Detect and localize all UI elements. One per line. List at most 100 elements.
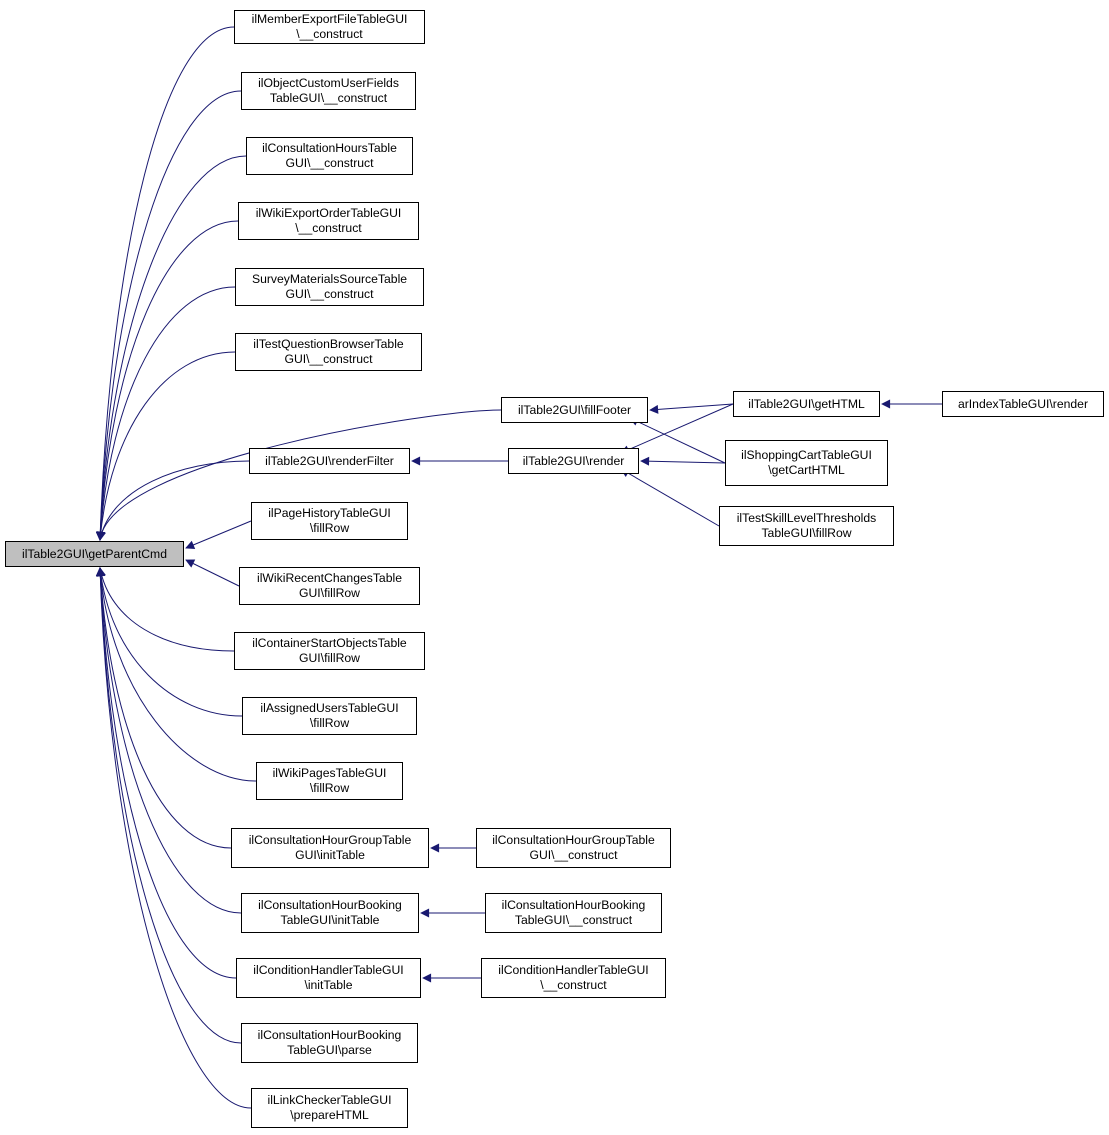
node-label-line: TableGUI\__construct (269, 91, 388, 105)
node-label-line: ilMemberExportFileTableGUI (251, 12, 408, 26)
node-label-line: ilConsultationHourGroupTable (248, 833, 412, 847)
node-label-line: \getCartHTML (768, 463, 845, 477)
graph-node[interactable]: ilShoppingCartTableGUI\getCartHTML (725, 440, 888, 486)
node-label-line: ilAssignedUsersTableGUI (260, 701, 399, 715)
node-label-line: TableGUI\fillRow (761, 526, 852, 540)
node-label-line: ilWikiExportOrderTableGUI (255, 206, 402, 220)
node-label-line: \fillRow (309, 781, 350, 795)
graph-node[interactable]: ilMemberExportFileTableGUI\__construct (234, 10, 425, 44)
call-edge (97, 567, 235, 652)
graph-node[interactable]: ilTable2GUI\renderFilter (249, 448, 410, 474)
node-label-line: ilPageHistoryTableGUI (268, 506, 391, 520)
node-label-line: ilTestSkillLevelThresholds (736, 511, 877, 525)
node-label-line: ilTable2GUI\fillFooter (517, 402, 632, 417)
node-label-line: ilContainerStartObjectsTable (252, 636, 407, 650)
call-edge (96, 409, 502, 541)
call-edge (95, 567, 237, 979)
node-label-line: GUI\__construct (285, 287, 374, 301)
node-label-line: GUI\fillRow (299, 586, 360, 600)
node-label-line: ilShoppingCartTableGUI (741, 448, 872, 462)
node-label-line: \__construct (296, 27, 363, 41)
call-edge (95, 567, 242, 1044)
graph-node[interactable]: ilTable2GUI\getHTML (733, 391, 880, 417)
graph-node[interactable]: ilLinkCheckerTableGUI\prepareHTML (251, 1088, 408, 1128)
call-edge (649, 403, 734, 414)
node-label-line: TableGUI\__construct (514, 913, 633, 927)
graph-node[interactable]: ilTable2GUI\fillFooter (501, 397, 648, 423)
call-edge (95, 90, 242, 541)
root-node[interactable]: ilTable2GUI\getParentCmd (5, 541, 184, 567)
call-edge (97, 460, 250, 541)
call-edge (185, 559, 240, 587)
node-label-line: SurveyMaterialsSourceTable (251, 272, 408, 286)
node-label-line: ilConsultationHourBooking (257, 1028, 402, 1042)
call-edge (96, 567, 257, 782)
node-label-line: ilTable2GUI\getHTML (748, 396, 865, 411)
call-edge (629, 417, 726, 464)
node-label-line: ilWikiPagesTableGUI (272, 766, 387, 780)
call-edge (185, 520, 252, 550)
node-label-line: ilLinkCheckerTableGUI (267, 1093, 392, 1107)
node-label-line: ilConditionHandlerTableGUI (253, 963, 404, 977)
node-label-line: ilConsultationHoursTable (262, 141, 397, 155)
node-label-line: arIndexTableGUI\render (957, 396, 1089, 411)
node-label-line: \__construct (295, 221, 362, 235)
graph-node[interactable]: ilWikiPagesTableGUI\fillRow (256, 762, 403, 800)
call-edge (620, 403, 734, 454)
call-edge (620, 468, 720, 527)
call-edge (95, 567, 242, 914)
graph-node[interactable]: ilTable2GUI\render (508, 448, 639, 474)
node-label-line: ilTable2GUI\render (522, 453, 625, 468)
node-label-line: GUI\initTable (295, 848, 365, 862)
node-label-line: ilTable2GUI\renderFilter (265, 453, 394, 468)
node-label-line: \prepareHTML (290, 1108, 369, 1122)
graph-node[interactable]: ilConditionHandlerTableGUI\initTable (236, 958, 421, 998)
node-label-line: TableGUI\initTable (280, 913, 380, 927)
call-edge (96, 567, 243, 717)
node-label-line: GUI\__construct (529, 848, 618, 862)
node-label-line: ilConsultationHourBooking (258, 898, 402, 912)
node-label-line: ilTestQuestionBrowserTable (253, 337, 404, 351)
call-edge (95, 567, 252, 1109)
call-edge (95, 220, 239, 541)
node-label-line: GUI\fillRow (299, 651, 360, 665)
node-label-line: ilConsultationHourBooking (501, 898, 646, 912)
node-label-line: \fillRow (309, 716, 350, 730)
node-label-line: ilObjectCustomUserFields (258, 76, 399, 90)
node-label-line: GUI\__construct (284, 352, 373, 366)
call-edge (95, 26, 235, 541)
node-label-line: ilConsultationHourGroupTable (492, 833, 655, 847)
node-label-line: \__construct (540, 978, 607, 992)
graph-node[interactable]: ilAssignedUsersTableGUI\fillRow (242, 697, 417, 735)
node-label-line: ilWikiRecentChangesTable (257, 571, 402, 585)
call-edge (96, 351, 236, 541)
node-label-line: ilConditionHandlerTableGUI (498, 963, 649, 977)
graph-node[interactable]: ilWikiExportOrderTableGUI\__construct (238, 202, 419, 240)
node-label-line: \initTable (304, 978, 353, 992)
call-edge (95, 155, 247, 541)
call-edge (96, 286, 236, 541)
node-label-line: \fillRow (309, 521, 350, 535)
graph-node[interactable]: arIndexTableGUI\render (942, 391, 1104, 417)
graph-node[interactable]: ilConditionHandlerTableGUI\__construct (481, 958, 666, 998)
node-label-line: TableGUI\parse (287, 1043, 372, 1057)
node-label-line: GUI\__construct (285, 156, 374, 170)
call-edge (640, 456, 726, 466)
node-label-line: ilTable2GUI\getParentCmd (22, 546, 167, 561)
call-edge (96, 567, 232, 849)
graph-node[interactable]: ilPageHistoryTableGUI\fillRow (251, 502, 408, 540)
